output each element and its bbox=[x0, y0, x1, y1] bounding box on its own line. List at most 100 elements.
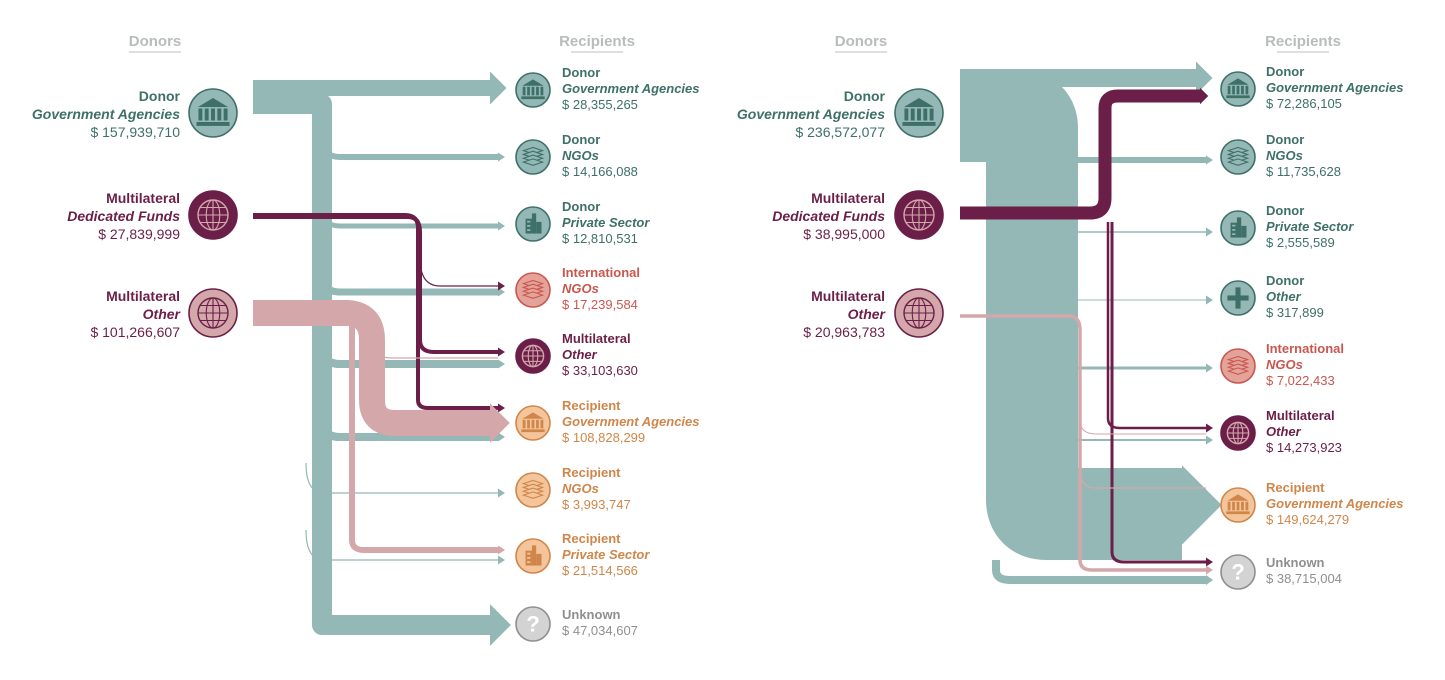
flow-arrowhead bbox=[498, 152, 505, 162]
plum-flow-donor-gov bbox=[960, 89, 1200, 220]
teal-flow-private bbox=[319, 207, 498, 229]
recipient-role: Donor bbox=[1266, 273, 1304, 288]
government-building-icon bbox=[515, 405, 551, 441]
recipient-amount: $ 2,555,589 bbox=[1266, 235, 1335, 250]
donor-category: Government Agencies bbox=[32, 106, 180, 122]
donors-header: Donors bbox=[129, 33, 182, 50]
teal-flow-intl-ngo bbox=[318, 273, 498, 296]
flow-arrowhead bbox=[1206, 565, 1213, 575]
donor-amount: $ 236,572,077 bbox=[795, 124, 885, 140]
recipient-category: Private Sector bbox=[1266, 219, 1354, 234]
recipients-header: Recipients bbox=[1265, 33, 1341, 50]
svg-text:?: ? bbox=[1231, 559, 1245, 584]
government-building-icon bbox=[1220, 487, 1256, 523]
donor-role: Multilateral bbox=[106, 288, 180, 304]
pink-flow-multilateral bbox=[1079, 419, 1206, 435]
plum-flow-multilateral bbox=[253, 215, 498, 354]
stack-icon bbox=[515, 472, 551, 508]
recipient-category: Government Agencies bbox=[562, 81, 700, 96]
plum-flow-intl-ngo bbox=[419, 257, 498, 287]
flow-arrowhead bbox=[498, 488, 505, 498]
donor-category: Other bbox=[143, 306, 182, 322]
recipient-role: International bbox=[1266, 341, 1344, 356]
donor-category: Dedicated Funds bbox=[67, 208, 180, 224]
plum-flow-unknown bbox=[1110, 222, 1206, 564]
recipient-amount: $ 38,715,004 bbox=[1266, 571, 1342, 586]
stack-icon bbox=[515, 272, 551, 308]
pink-flow-recipient-gov bbox=[1079, 469, 1206, 489]
recipient-amount: $ 47,034,607 bbox=[562, 623, 638, 638]
flow-arrowhead bbox=[490, 403, 510, 443]
plum-flow-multilateral bbox=[1106, 222, 1206, 430]
globe-icon bbox=[515, 338, 551, 374]
recipient-category: NGOs bbox=[562, 281, 599, 296]
donor-amount: $ 38,995,000 bbox=[803, 226, 885, 242]
flow-lines bbox=[253, 61, 1222, 646]
donor-amount: $ 101,266,607 bbox=[90, 324, 180, 340]
recipient-role: Recipient bbox=[562, 398, 621, 413]
flow-arrowhead bbox=[1206, 155, 1213, 165]
pink-flow-private bbox=[349, 320, 498, 553]
donor-amount: $ 157,939,710 bbox=[90, 124, 180, 140]
recipient-category: NGOs bbox=[562, 148, 599, 163]
teal-flow-multilateral bbox=[318, 345, 498, 368]
office-buildings-icon bbox=[515, 206, 551, 242]
recipient-amount: $ 28,355,265 bbox=[562, 97, 638, 112]
recipient-role: Donor bbox=[1266, 132, 1304, 147]
recipient-amount: $ 7,022,433 bbox=[1266, 373, 1335, 388]
recipient-role: Donor bbox=[1266, 203, 1304, 218]
teal-flow-recipient-gov bbox=[318, 418, 498, 441]
recipient-role: Donor bbox=[562, 65, 600, 80]
globe-icon bbox=[188, 288, 238, 338]
plus-icon bbox=[1220, 280, 1256, 316]
recipient-role: Recipient bbox=[562, 465, 621, 480]
flow-arrowhead bbox=[490, 604, 511, 646]
globe-icon bbox=[1220, 415, 1256, 451]
flow-arrowhead bbox=[1206, 435, 1213, 445]
recipient-amount: $ 33,103,630 bbox=[562, 363, 638, 378]
recipient-amount: $ 14,273,923 bbox=[1266, 440, 1342, 455]
recipient-amount: $ 21,514,566 bbox=[562, 563, 638, 578]
recipient-role: Unknown bbox=[562, 607, 621, 622]
recipient-amount: $ 72,286,105 bbox=[1266, 96, 1342, 111]
flow-arrowhead bbox=[1182, 465, 1222, 545]
flow-arrowhead bbox=[498, 432, 505, 442]
teal-trunk-flow bbox=[960, 70, 1182, 560]
pink-flow-unknown bbox=[960, 314, 1206, 572]
flow-arrowhead bbox=[498, 281, 505, 291]
donor-role: Multilateral bbox=[811, 288, 885, 304]
office-buildings-icon bbox=[1220, 210, 1256, 246]
stack-icon bbox=[515, 139, 551, 175]
recipient-category: Government Agencies bbox=[1266, 496, 1404, 511]
recipient-role: Recipient bbox=[1266, 480, 1325, 495]
donors-header: Donors bbox=[835, 33, 888, 50]
recipient-role: Multilateral bbox=[1266, 408, 1335, 423]
recipient-role: Donor bbox=[562, 132, 600, 147]
donor-amount: $ 27,839,999 bbox=[98, 226, 180, 242]
flow-arrowhead bbox=[498, 545, 505, 555]
flow-arrowhead bbox=[498, 403, 505, 413]
flow-arrowhead bbox=[498, 359, 505, 369]
government-building-icon bbox=[1220, 71, 1256, 107]
recipient-amount: $ 12,810,531 bbox=[562, 231, 638, 246]
recipient-amount: $ 17,239,584 bbox=[562, 297, 638, 312]
teal-flow-ngo bbox=[1049, 140, 1206, 163]
teal-flow-intl-ngo bbox=[1050, 349, 1206, 370]
recipient-category: Other bbox=[1266, 424, 1302, 439]
teal-thin-flow bbox=[305, 462, 498, 494]
globe-icon bbox=[188, 190, 238, 240]
recipient-category: Private Sector bbox=[562, 215, 650, 230]
donor-category: Other bbox=[848, 306, 887, 322]
teal-trunk-flow bbox=[253, 94, 490, 635]
